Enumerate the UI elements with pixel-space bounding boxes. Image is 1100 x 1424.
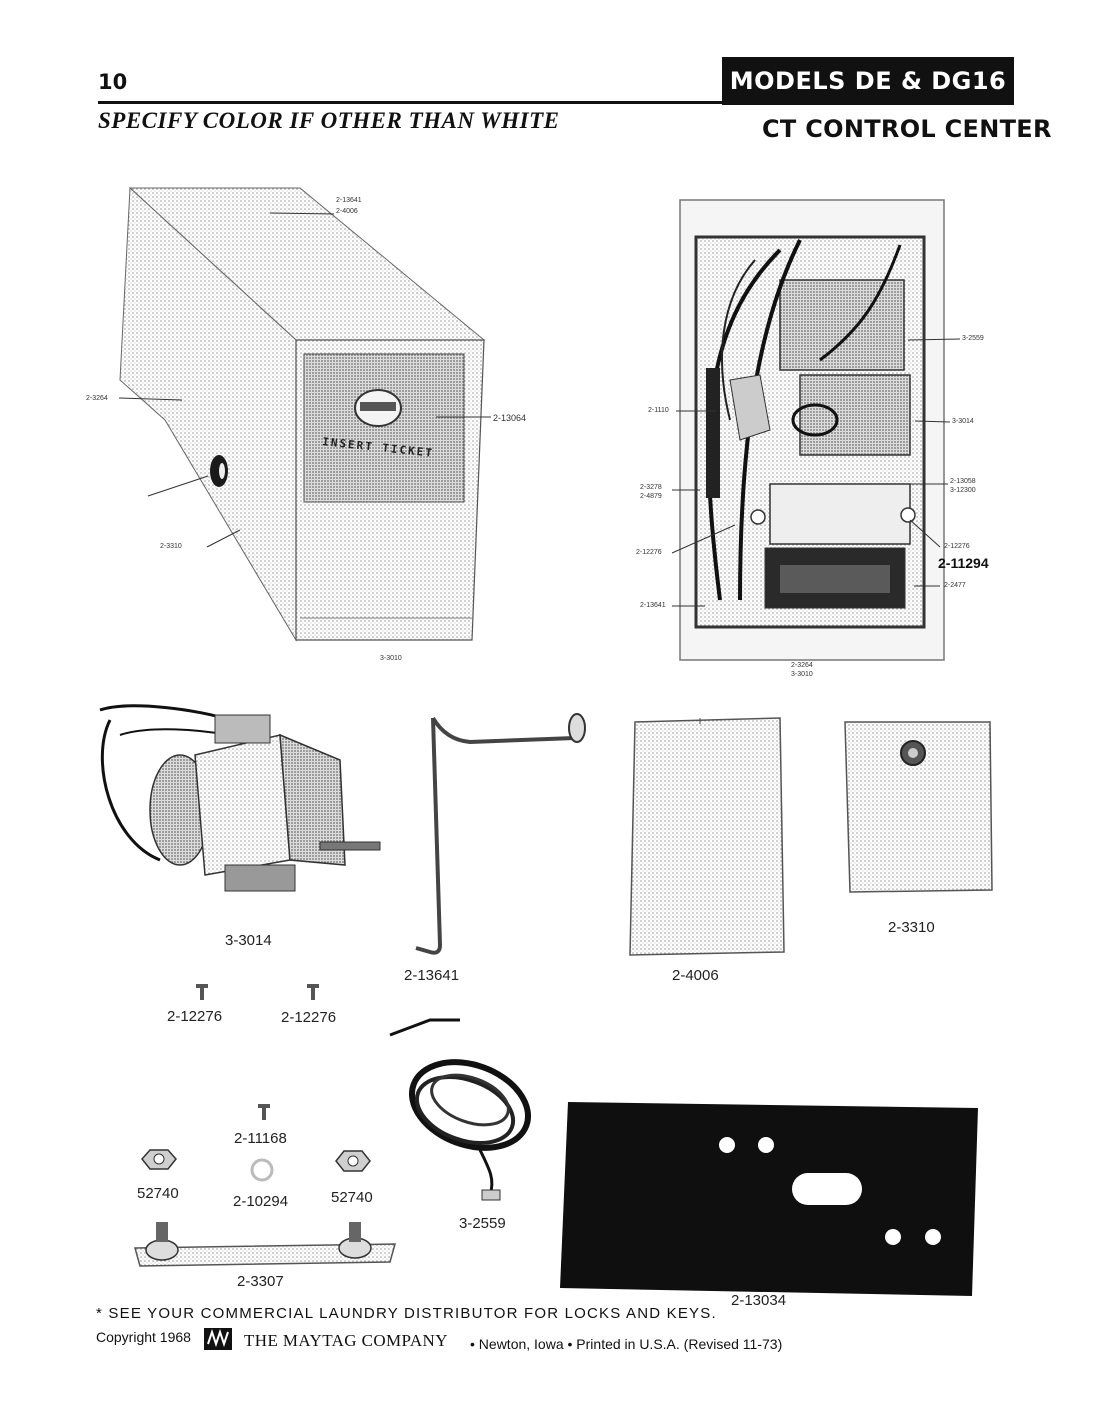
timer-part	[99, 704, 381, 892]
plate-part	[629, 717, 785, 956]
part-label-plate: 2-4006	[672, 967, 719, 984]
part-label-washer: 2-10294	[233, 1193, 289, 1210]
interior-label-3-12300: 3-12300	[950, 487, 976, 494]
copyright: Copyright 1968	[96, 1329, 191, 1345]
interior-label-3-3010: 3-3010	[791, 671, 813, 678]
page-subtitle: SPECIFY COLOR IF OTHER THAN WHITE	[98, 108, 560, 133]
part-label-timer: 3-3014	[225, 932, 272, 949]
interior-label-2-4879: 2-4879	[640, 493, 662, 500]
nut-52740-a	[141, 1149, 177, 1170]
screw-2-12276-b	[307, 984, 319, 1000]
interior-label-2-12276-left: 2-12276	[636, 549, 662, 556]
part-label-screw-a: 2-12276	[167, 1008, 223, 1025]
interior-label-2-2477: 2-2477	[944, 582, 966, 589]
cabinet-label-top-a: 2-13641	[336, 197, 362, 204]
models-title: MODELS DE & DG16	[729, 67, 1007, 95]
nut-52740-b	[335, 1150, 371, 1172]
section-title: CT CONTROL CENTER	[762, 115, 1052, 143]
location-info: • Newton, Iowa • Printed in U.S.A. (Revi…	[470, 1336, 783, 1352]
lockplate-part	[844, 721, 993, 893]
cabinet-label-top-b: 2-4006	[336, 208, 358, 215]
part-label-screw-2-11168: 2-11168	[234, 1130, 287, 1147]
screw-2-12276-a	[196, 984, 208, 1000]
part-label-bracket: 2-3307	[237, 1273, 284, 1290]
bracket-part	[134, 1222, 396, 1267]
company-name: THE MAYTAG COMPANY	[244, 1331, 448, 1350]
part-label-harness: 3-2559	[459, 1215, 506, 1232]
interior-label-2-1110: 2-1110	[648, 407, 669, 414]
part-label-nut-a: 52740	[137, 1185, 179, 1202]
part-label-screw-b: 2-12276	[281, 1009, 337, 1026]
interior-label-2-3278: 2-3278	[640, 484, 662, 491]
cabinet-label-lower: 2-3310	[160, 543, 182, 550]
interior-illustration	[671, 199, 961, 661]
page-number: 10	[98, 70, 128, 94]
header-rule	[98, 101, 1010, 104]
interior-label-2-12276-right: 2-12276	[944, 543, 970, 550]
maytag-logo	[204, 1328, 232, 1350]
harness-part	[389, 1018, 532, 1201]
interior-label-2-3264: 2-3264	[791, 662, 813, 669]
cabinet-label-side: 2-3264	[86, 395, 108, 402]
part-label-gasket: 2-13034	[731, 1292, 787, 1309]
part-label-nut-b: 52740	[331, 1189, 373, 1206]
interior-label-2-11294: 2-11294	[938, 555, 989, 571]
screw-2-11168	[258, 1104, 270, 1120]
interior-label-2-13641: 2-13641	[640, 602, 666, 609]
footer-note: * SEE YOUR COMMERCIAL LAUNDRY DISTRIBUTO…	[96, 1305, 717, 1322]
rod-part	[415, 713, 586, 955]
interior-label-2-13058: 2-13058	[950, 478, 976, 485]
cabinet-label-bottom: 3-3010	[380, 655, 402, 662]
cabinet-illustration	[118, 186, 491, 642]
cabinet-label-front: 2-13064	[493, 413, 527, 423]
models-banner: MODELS DE & DG16	[722, 57, 1014, 105]
part-label-rod: 2-13641	[404, 967, 460, 984]
gasket-part	[560, 1102, 978, 1296]
interior-label-3-3014: 3-3014	[952, 418, 974, 425]
interior-label-3-2559: 3-2559	[962, 335, 984, 342]
part-label-lockplate: 2-3310	[888, 919, 935, 936]
washer-2-10294	[250, 1158, 274, 1182]
